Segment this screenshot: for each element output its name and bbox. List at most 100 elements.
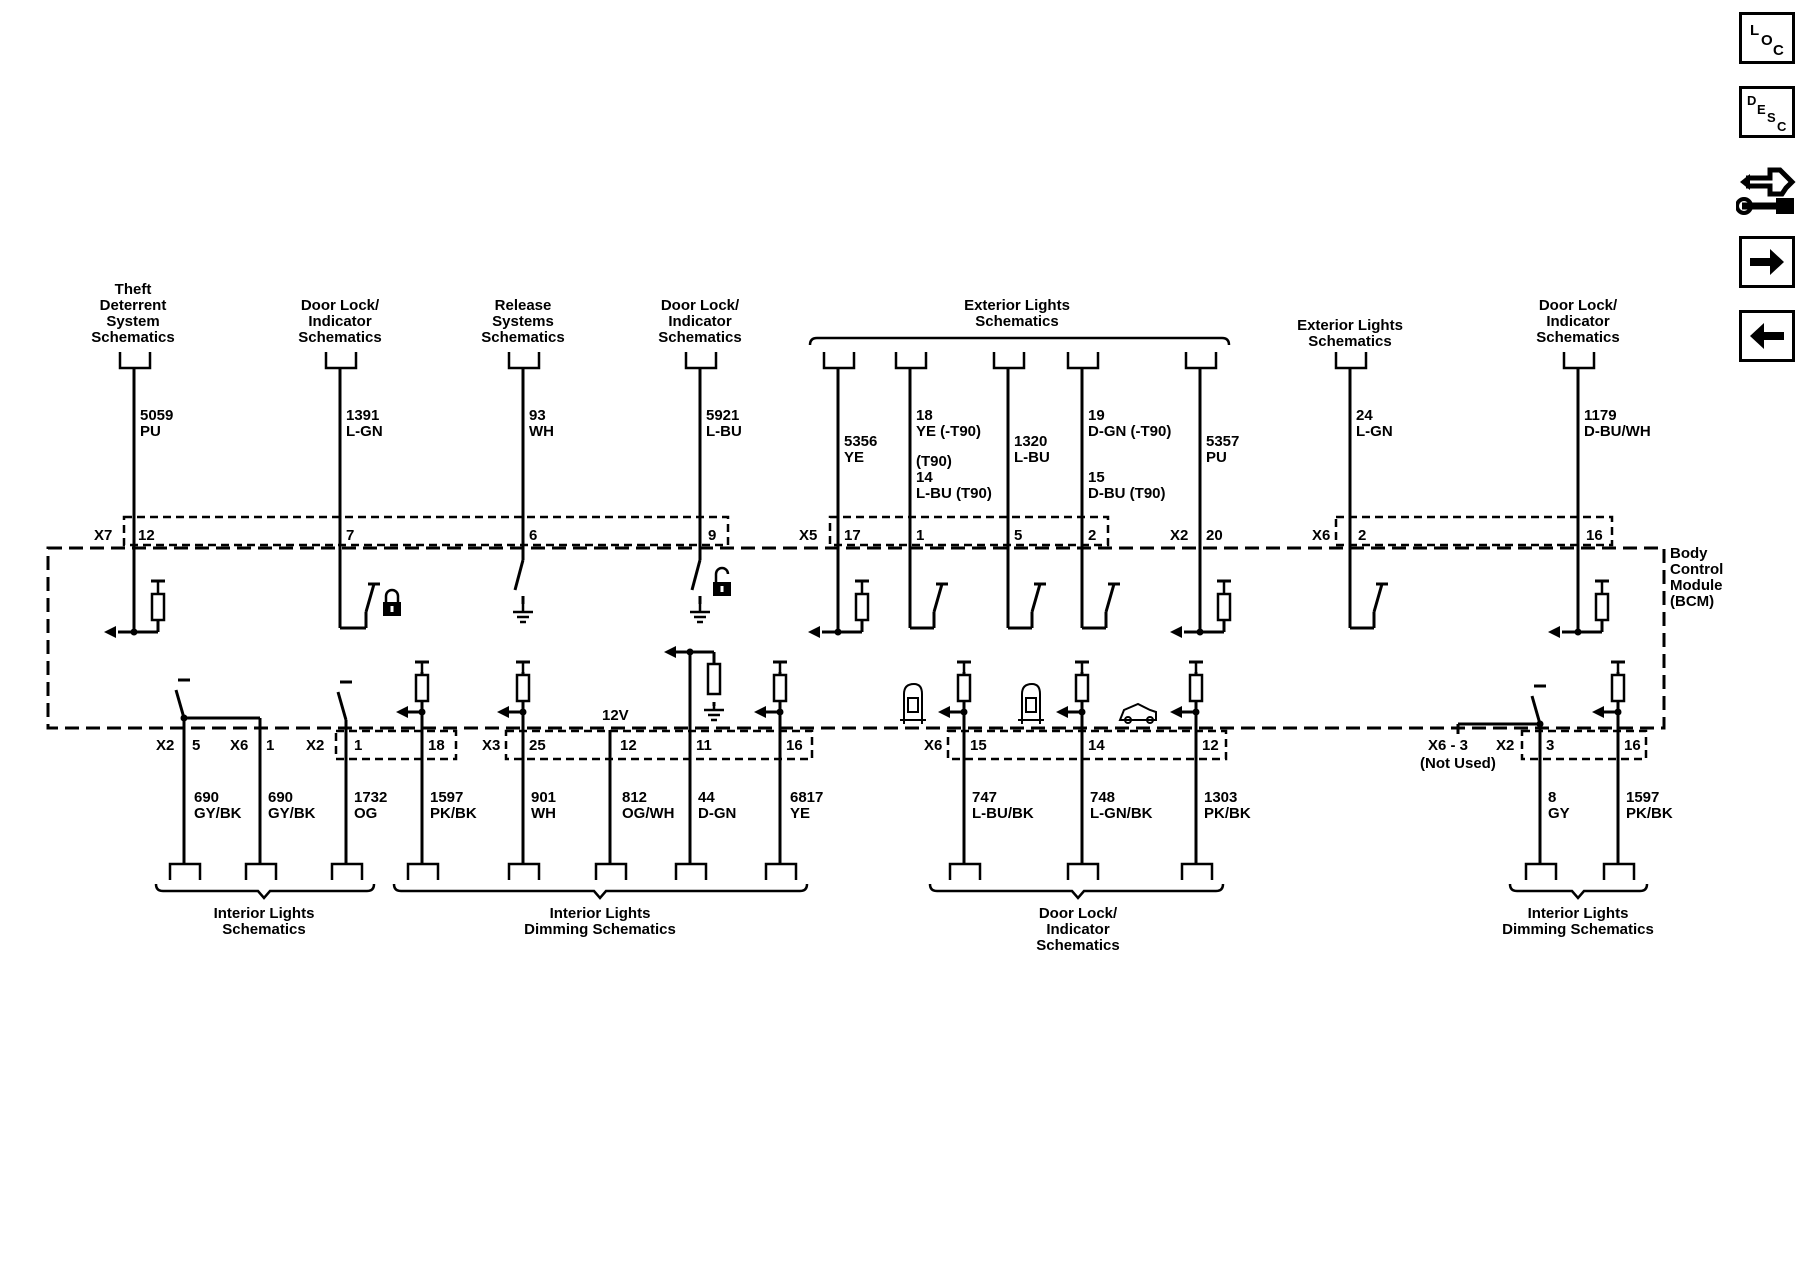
next-button[interactable] <box>1739 236 1795 288</box>
svg-text:5356: 5356 <box>844 433 877 450</box>
connector-x6-bottom-box <box>946 729 1228 761</box>
svg-text:C: C <box>1777 119 1787 134</box>
svg-text:Door Lock/: Door Lock/ <box>1039 905 1118 922</box>
svg-text:L-BU/BK: L-BU/BK <box>972 805 1034 822</box>
svg-text:747: 747 <box>972 789 997 806</box>
svg-text:93: 93 <box>529 407 546 424</box>
svg-text:System: System <box>106 313 159 330</box>
svg-text:Deterrent: Deterrent <box>100 297 167 314</box>
connector-x7-box <box>122 515 730 547</box>
svg-text:12: 12 <box>138 527 155 544</box>
svg-text:Indicator: Indicator <box>668 313 732 330</box>
svg-text:24: 24 <box>1356 407 1373 424</box>
svg-text:Indicator: Indicator <box>308 313 372 330</box>
svg-text:Interior Lights: Interior Lights <box>214 905 315 922</box>
svg-text:X2: X2 <box>306 737 324 754</box>
svg-text:X3: X3 <box>482 737 500 754</box>
svg-text:WH: WH <box>529 423 554 440</box>
previous-button[interactable] <box>1739 310 1795 362</box>
svg-text:Control: Control <box>1670 561 1723 578</box>
svg-text:GY/BK: GY/BK <box>194 805 242 822</box>
svg-text:Door Lock/: Door Lock/ <box>661 297 740 314</box>
svg-text:X2: X2 <box>156 737 174 754</box>
loc-icon: L O C <box>1750 22 1784 59</box>
svg-text:O: O <box>1761 32 1773 49</box>
svg-text:Schematics: Schematics <box>222 921 305 938</box>
svg-text:812: 812 <box>622 789 647 806</box>
svg-text:Dimming Schematics: Dimming Schematics <box>524 921 676 938</box>
svg-text:2: 2 <box>1088 527 1096 544</box>
top-connector-labels: X7 12 7 6 9 X5 17 1 5 2 X2 20 X6 2 16 <box>94 527 1603 544</box>
svg-text:Indicator: Indicator <box>1046 921 1110 938</box>
svg-text:25: 25 <box>529 737 546 754</box>
svg-text:12: 12 <box>620 737 637 754</box>
connector-x5-box <box>828 515 1110 547</box>
svg-text:Schematics: Schematics <box>975 313 1058 330</box>
ref-door-lock-bottom: Door Lock/ Indicator Schematics <box>1036 905 1119 954</box>
ref-interior-dimming-1: Interior Lights Dimming Schematics <box>524 905 676 938</box>
svg-text:(T90): (T90) <box>916 453 952 470</box>
svg-text:D-GN (-T90): D-GN (-T90) <box>1088 423 1171 440</box>
svg-text:1320: 1320 <box>1014 433 1047 450</box>
svg-text:1: 1 <box>354 737 362 754</box>
lock-icon <box>381 588 403 618</box>
svg-text:Systems: Systems <box>492 313 554 330</box>
svg-text:L-GN: L-GN <box>346 423 383 440</box>
connector-x2-right-box <box>1520 729 1648 761</box>
svg-text:X6: X6 <box>924 737 942 754</box>
svg-text:16: 16 <box>1586 527 1603 544</box>
svg-text:L-GN: L-GN <box>1356 423 1393 440</box>
svg-text:Theft: Theft <box>115 281 152 298</box>
bcm-module-boundary <box>46 546 1666 730</box>
svg-text:D: D <box>1747 93 1756 108</box>
svg-text:6: 6 <box>529 527 537 544</box>
connector-x3-box <box>504 729 814 761</box>
svg-text:690: 690 <box>268 789 293 806</box>
svg-text:20: 20 <box>1206 527 1223 544</box>
svg-text:D-GN: D-GN <box>698 805 736 822</box>
connector-tools-button[interactable] <box>1735 152 1798 224</box>
description-button[interactable]: D E S C <box>1739 86 1795 138</box>
svg-text:Schematics: Schematics <box>298 329 381 346</box>
arrow-left-icon <box>1750 323 1784 349</box>
svg-text:X6 - 3: X6 - 3 <box>1428 737 1468 754</box>
svg-text:L-GN/BK: L-GN/BK <box>1090 805 1153 822</box>
wrench-connector-icon <box>1735 167 1796 215</box>
svg-text:5: 5 <box>1014 527 1022 544</box>
desc-icon: D E S C <box>1747 93 1787 134</box>
svg-text:1303: 1303 <box>1204 789 1237 806</box>
svg-text:Interior Lights: Interior Lights <box>1528 905 1629 922</box>
ref-interior-lights: Interior Lights Schematics <box>214 905 315 938</box>
svg-text:8: 8 <box>1548 789 1556 806</box>
svg-text:5: 5 <box>192 737 200 754</box>
ref-release-systems: Release Systems Schematics <box>481 297 564 346</box>
bottom-connector-labels: X2 5 X6 1 X2 1 18 X3 25 12V 12 11 16 X6 … <box>156 707 1641 772</box>
svg-text:12V: 12V <box>602 707 629 724</box>
svg-text:YE (-T90): YE (-T90) <box>916 423 981 440</box>
svg-text:Schematics: Schematics <box>1036 937 1119 954</box>
svg-text:14: 14 <box>916 469 933 486</box>
svg-text:E: E <box>1757 102 1766 117</box>
svg-text:Interior Lights: Interior Lights <box>550 905 651 922</box>
svg-text:GY: GY <box>1548 805 1570 822</box>
svg-text:X6: X6 <box>1312 527 1330 544</box>
svg-text:D-BU/WH: D-BU/WH <box>1584 423 1651 440</box>
location-button[interactable]: L O C <box>1739 12 1795 64</box>
ref-exterior-lights-1: Exterior Lights Schematics <box>964 297 1070 330</box>
svg-text:Exterior Lights: Exterior Lights <box>964 297 1070 314</box>
svg-text:Indicator: Indicator <box>1546 313 1610 330</box>
svg-text:Body: Body <box>1670 545 1708 562</box>
svg-text:Schematics: Schematics <box>91 329 174 346</box>
svg-text:D-BU (T90): D-BU (T90) <box>1088 485 1166 502</box>
svg-text:1597: 1597 <box>1626 789 1659 806</box>
svg-text:GY/BK: GY/BK <box>268 805 316 822</box>
svg-text:18: 18 <box>428 737 445 754</box>
top-wire-labels: 5059 PU 1391 L-GN 93 WH 5921 L-BU 5356 Y… <box>140 407 1651 502</box>
svg-text:L-BU: L-BU <box>706 423 742 440</box>
svg-text:1: 1 <box>916 527 924 544</box>
svg-text:L-BU: L-BU <box>1014 449 1050 466</box>
svg-text:14: 14 <box>1088 737 1105 754</box>
svg-text:WH: WH <box>531 805 556 822</box>
svg-text:1391: 1391 <box>346 407 379 424</box>
car-front-icon <box>1018 682 1044 724</box>
